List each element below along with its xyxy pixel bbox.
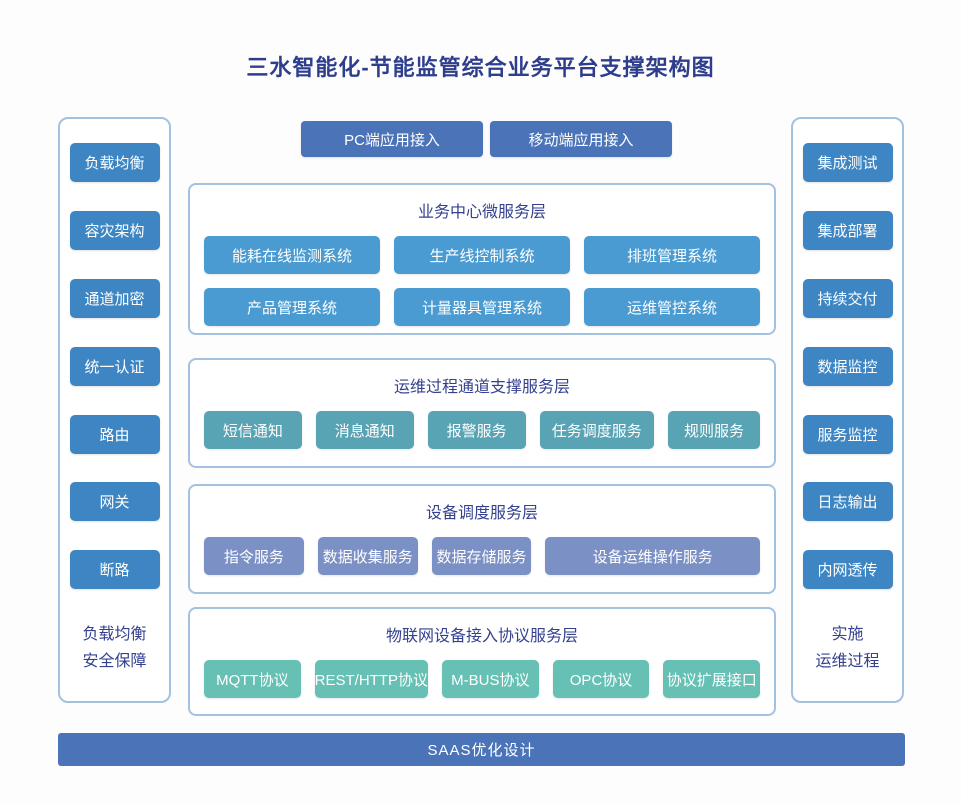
left-panel-load-balancing: 负载均衡 容灾架构 通道加密 统一认证 路由 网关 断路 负载均衡 安全保障 bbox=[58, 117, 171, 703]
layer-header: 设备调度服务层 bbox=[425, 505, 538, 522]
left-panel-caption-line1: 负载均衡 bbox=[82, 626, 147, 643]
layer2-item: 报警服务 bbox=[427, 411, 526, 449]
layer3-item: 数据存储服务 bbox=[431, 537, 532, 575]
left-panel-item: 断路 bbox=[69, 550, 160, 589]
layer2-item: 任务调度服务 bbox=[539, 411, 655, 449]
saas-optimization-bar: SAAS优化设计 bbox=[58, 733, 905, 766]
layer-header: 物联网设备接入协议服务层 bbox=[385, 628, 578, 645]
layer-ops-channel-support: 运维过程通道支撑服务层 短信通知 消息通知 报警服务 任务调度服务 规则服务 bbox=[188, 358, 776, 468]
right-panel-caption-line2: 运维过程 bbox=[815, 653, 880, 670]
layer4-item: REST/HTTP协议 bbox=[314, 660, 429, 698]
right-panel-item: 服务监控 bbox=[802, 415, 893, 454]
left-panel-item: 负载均衡 bbox=[69, 143, 160, 182]
layer1-item: 运维管控系统 bbox=[584, 288, 760, 326]
left-panel-item: 通道加密 bbox=[69, 279, 160, 318]
layer2-item: 短信通知 bbox=[204, 411, 302, 449]
layer3-item: 设备运维操作服务 bbox=[545, 537, 761, 575]
application-access-row: PC端应用接入 移动端应用接入 bbox=[301, 121, 672, 157]
layer1-item: 生产线控制系统 bbox=[394, 236, 570, 274]
right-panel-item: 集成测试 bbox=[802, 143, 893, 182]
left-panel-item: 路由 bbox=[69, 415, 160, 454]
layer-header: 业务中心微服务层 bbox=[417, 204, 546, 221]
left-panel-caption-line2: 安全保障 bbox=[82, 653, 147, 670]
layer3-item: 指令服务 bbox=[204, 537, 304, 575]
pc-access-box: PC端应用接入 bbox=[301, 121, 483, 157]
page-title: 三水智能化-节能监管综合业务平台支撑架构图 bbox=[246, 55, 715, 80]
layer1-item: 产品管理系统 bbox=[204, 288, 380, 326]
left-panel-item: 容灾架构 bbox=[69, 211, 160, 250]
right-panel-caption-line1: 实施 bbox=[831, 626, 864, 643]
left-panel-item: 统一认证 bbox=[69, 347, 160, 386]
layer3-row: 指令服务 数据收集服务 数据存储服务 设备运维操作服务 bbox=[190, 537, 774, 575]
layer3-item: 数据收集服务 bbox=[317, 537, 418, 575]
layer-device-scheduling: 设备调度服务层 指令服务 数据收集服务 数据存储服务 设备运维操作服务 bbox=[188, 484, 776, 594]
layer-header: 运维过程通道支撑服务层 bbox=[393, 379, 570, 396]
layer1-row2: 产品管理系统 计量器具管理系统 运维管控系统 bbox=[190, 288, 774, 326]
layer-business-microservices: 业务中心微服务层 能耗在线监测系统 生产线控制系统 排班管理系统 产品管理系统 … bbox=[188, 183, 776, 335]
right-panel-item: 数据监控 bbox=[802, 347, 893, 386]
right-panel-item: 日志输出 bbox=[802, 482, 893, 521]
right-panel-item: 集成部署 bbox=[802, 211, 893, 250]
left-panel-item: 网关 bbox=[69, 482, 160, 521]
right-panel-item: 持续交付 bbox=[802, 279, 893, 318]
layer4-row: MQTT协议 REST/HTTP协议 M-BUS协议 OPC协议 协议扩展接口 bbox=[190, 660, 774, 698]
layer1-item: 计量器具管理系统 bbox=[394, 288, 570, 326]
left-panel-caption: 负载均衡 安全保障 bbox=[60, 621, 169, 675]
layer2-item: 消息通知 bbox=[315, 411, 414, 449]
layer1-row1: 能耗在线监测系统 生产线控制系统 排班管理系统 bbox=[190, 236, 774, 274]
layer2-row: 短信通知 消息通知 报警服务 任务调度服务 规则服务 bbox=[190, 411, 774, 449]
layer2-item: 规则服务 bbox=[668, 411, 760, 449]
layer4-item: OPC协议 bbox=[552, 660, 650, 698]
mobile-access-box: 移动端应用接入 bbox=[490, 121, 672, 157]
right-panel-caption: 实施 运维过程 bbox=[793, 621, 902, 675]
layer1-item: 排班管理系统 bbox=[584, 236, 760, 274]
layer4-item: M-BUS协议 bbox=[442, 660, 539, 698]
right-panel-item: 内网透传 bbox=[802, 550, 893, 589]
layer4-item: 协议扩展接口 bbox=[663, 660, 761, 698]
layer4-item: MQTT协议 bbox=[204, 660, 301, 698]
right-panel-devops: 集成测试 集成部署 持续交付 数据监控 服务监控 日志输出 内网透传 实施 运维… bbox=[791, 117, 904, 703]
layer1-item: 能耗在线监测系统 bbox=[204, 236, 380, 274]
layer-iot-protocol: 物联网设备接入协议服务层 MQTT协议 REST/HTTP协议 M-BUS协议 … bbox=[188, 607, 776, 716]
